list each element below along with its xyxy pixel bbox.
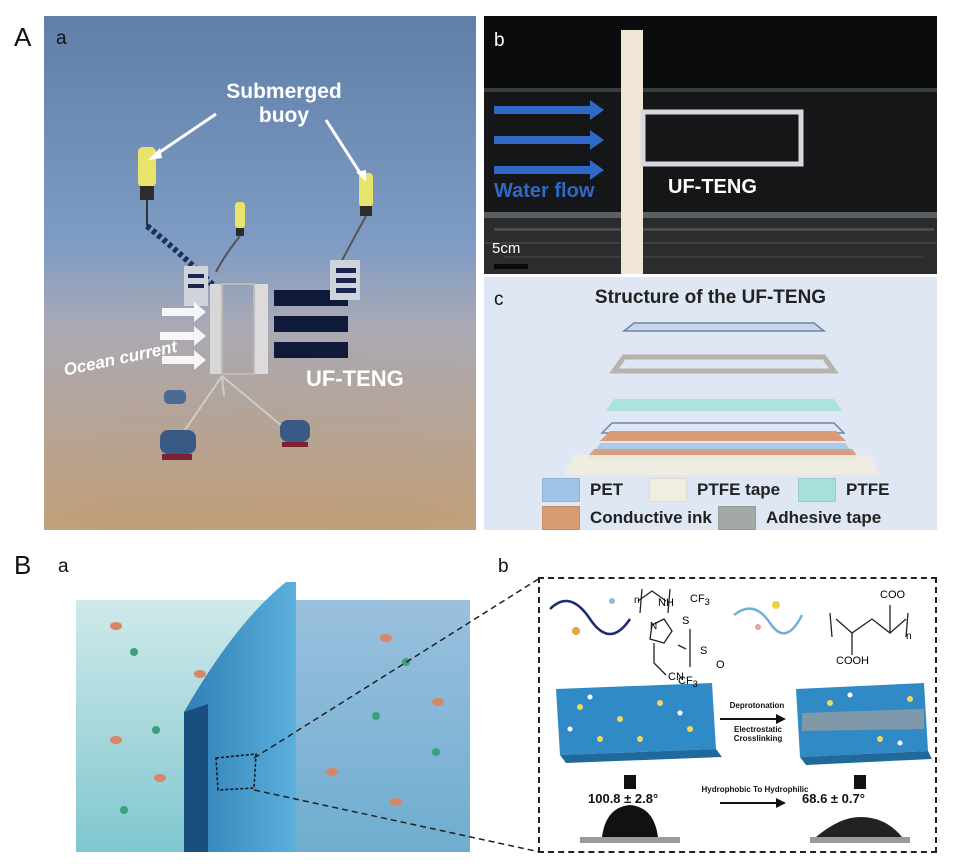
buoy-label-line1: Submerged: [226, 80, 342, 103]
legend-item-adhesive-tape: Adhesive tape: [718, 506, 881, 530]
legend-swatch: [649, 478, 687, 502]
sulfonyl-1: S: [682, 615, 690, 627]
electrostatic-crosslinking-label: Electrostatic Crosslinking: [733, 725, 783, 743]
legend-item-ptfe-tape: PTFE tape: [649, 478, 780, 502]
water-flow-arrows: [494, 100, 604, 180]
panel-B-b-chemistry: n n NH N CF3 S S O CF3 CN COO COOH Depro…: [538, 577, 937, 853]
buoy-label-line2: buoy: [258, 104, 310, 127]
legend-swatch: [798, 478, 836, 502]
ocean-scene-illustration: [44, 16, 476, 530]
buoy-label: Submerged buoy: [214, 80, 354, 128]
device-label-a: UF-TENG: [306, 366, 404, 391]
legend-swatch: [718, 506, 756, 530]
n-subscript-2: n: [906, 631, 912, 642]
scale-bar-label: 5cm: [492, 240, 521, 257]
panel-label-B-b: b: [498, 556, 509, 577]
panel-label-B-a: a: [58, 556, 69, 577]
panel-B-a-membrane: [76, 582, 470, 852]
oxygen-label: O: [716, 659, 725, 671]
panel-c-structure: Structure of the UF-TENG PET PTFE tape P…: [484, 277, 937, 530]
nh-label: NH: [658, 597, 674, 609]
cf3-bottom: CF3: [678, 675, 698, 690]
contact-angle-after: 68.6 ± 0.7°: [802, 791, 865, 806]
legend-swatch: [542, 506, 580, 530]
particles: [110, 622, 444, 814]
water-flow-label: Water flow: [494, 180, 595, 202]
carboxylate-label: COO: [880, 589, 906, 601]
chemistry-schematic: [549, 588, 932, 843]
cf3-top: CF3: [690, 593, 710, 608]
legend-item-pet: PET: [542, 478, 623, 502]
device-label-b: UF-TENG: [668, 176, 757, 198]
panel-label-A: A: [14, 22, 32, 52]
sulfonyl-2: S: [700, 645, 708, 657]
layer-stack-diagram: [564, 322, 880, 475]
panel-label-a: a: [56, 28, 67, 49]
cooh-label: COOH: [836, 655, 869, 667]
panel-a-ocean-scene: Submerged buoy Ocean current UF-TENG a: [44, 16, 476, 530]
buoy-middle: [235, 202, 245, 236]
legend-item-conductive-ink: Conductive ink: [542, 506, 712, 530]
current-arrows: [160, 302, 206, 370]
n-subscript-1: n: [634, 595, 640, 606]
contact-angle-before: 100.8 ± 2.8°: [588, 791, 659, 806]
panel-label-c: c: [494, 289, 504, 310]
legend-label: PET: [590, 480, 624, 499]
buoy-right: [359, 173, 373, 216]
panel-label-B: B: [14, 550, 32, 580]
legend-label: PTFE: [846, 480, 890, 499]
membrane-illustration: [76, 582, 470, 852]
legend-label: Conductive ink: [590, 508, 712, 527]
panel-label-b: b: [494, 30, 505, 51]
cn-label: CN: [668, 671, 684, 683]
n-plus-label: N: [650, 621, 658, 632]
legend-label: PTFE tape: [697, 480, 781, 499]
panel-b-photo: Water flow UF-TENG 5cm b: [484, 16, 937, 274]
structure-title: Structure of the UF-TENG: [594, 287, 827, 308]
deprotonation-label: Deprotonation: [729, 701, 785, 710]
water-channel-photo: [484, 16, 937, 274]
legend-label: Adhesive tape: [766, 508, 882, 527]
legend-swatch: [542, 478, 580, 502]
hydrophobic-to-hydrophilic-label: Hydrophobic To Hydrophilic: [701, 785, 809, 794]
legend-item-ptfe: PTFE: [798, 478, 889, 502]
